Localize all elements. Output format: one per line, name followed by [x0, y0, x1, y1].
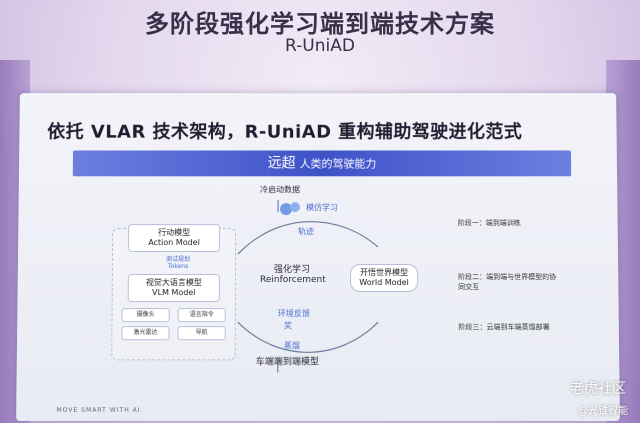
presentation-screen: 依托 VLAR 技术架构，R-UniAD 重构辅助驾驶进化范式 远超人类的驾驶能…: [16, 93, 620, 421]
stage-3: 阶段三：云端到车端蒸馏部署: [458, 322, 549, 332]
env-feedback-label: 环境反馈: [278, 308, 310, 319]
banner-sub: 人类的驾驶能力: [300, 157, 377, 170]
stage-1: 阶段一：端到端训练: [458, 218, 521, 228]
cloud-icon: [280, 203, 292, 215]
vlm-model-box: 视觉大语言模型 VLM Model: [128, 274, 220, 302]
distill-label: 蒸馏: [284, 340, 300, 351]
reward-label: 奖: [284, 320, 292, 331]
slide-banner: 远超人类的驾驶能力: [73, 150, 571, 176]
chip-lidar: 激光雷达: [121, 326, 169, 340]
trajectory-label: 轨迹: [298, 226, 314, 237]
action-en: Action Model: [131, 238, 217, 248]
headline: 多阶段强化学习端到端技术方案: [0, 4, 640, 39]
action-model-box: 行动模型 Action Model: [128, 224, 220, 252]
watermark-handle: @光锥智能: [578, 402, 628, 417]
mid2-label: Tokens: [168, 263, 188, 270]
rl-cn-label: 强化学习: [274, 262, 310, 275]
imitation-label: 模仿学习: [306, 202, 338, 213]
rl-en-label: Reinforcement: [260, 275, 326, 285]
watermark-community: 老虎社区: [570, 378, 626, 398]
slide-title: 依托 VLAR 技术架构，R-UniAD 重构辅助驾驶进化范式: [47, 118, 522, 144]
arc-bottom: [238, 322, 379, 352]
chip-camera: 摄像头: [121, 308, 169, 322]
world-cn: 开悟世界模型: [353, 268, 415, 278]
cloud-icon-2: [290, 202, 300, 212]
world-en: World Model: [353, 278, 415, 288]
stage-2: 阶段二：端到端与世界模型的协同交互: [458, 272, 558, 292]
slide-footer: MOVE SMART WITH AI: [56, 407, 140, 414]
chip-language: 语言指令: [178, 308, 226, 322]
action-cn: 行动模型: [131, 228, 217, 238]
vlm-cn: 视觉大语言模型: [131, 278, 217, 288]
vlm-en: VLM Model: [131, 288, 217, 298]
world-model-box: 开悟世界模型 World Model: [350, 264, 418, 292]
architecture-diagram: 冷启动数据 模仿学习 轨迹 强化学习 Reinforcement 环境反馈 奖 …: [87, 192, 560, 403]
mid1-label: 测试规划: [166, 254, 190, 263]
subheadline: R-UniAD: [0, 36, 640, 56]
cold-start-label: 冷启动数据: [260, 184, 300, 195]
banner-main: 远超: [268, 155, 296, 171]
chip-nav: 导航: [178, 326, 226, 340]
bottom-label: 车端端到端模型: [256, 354, 319, 367]
